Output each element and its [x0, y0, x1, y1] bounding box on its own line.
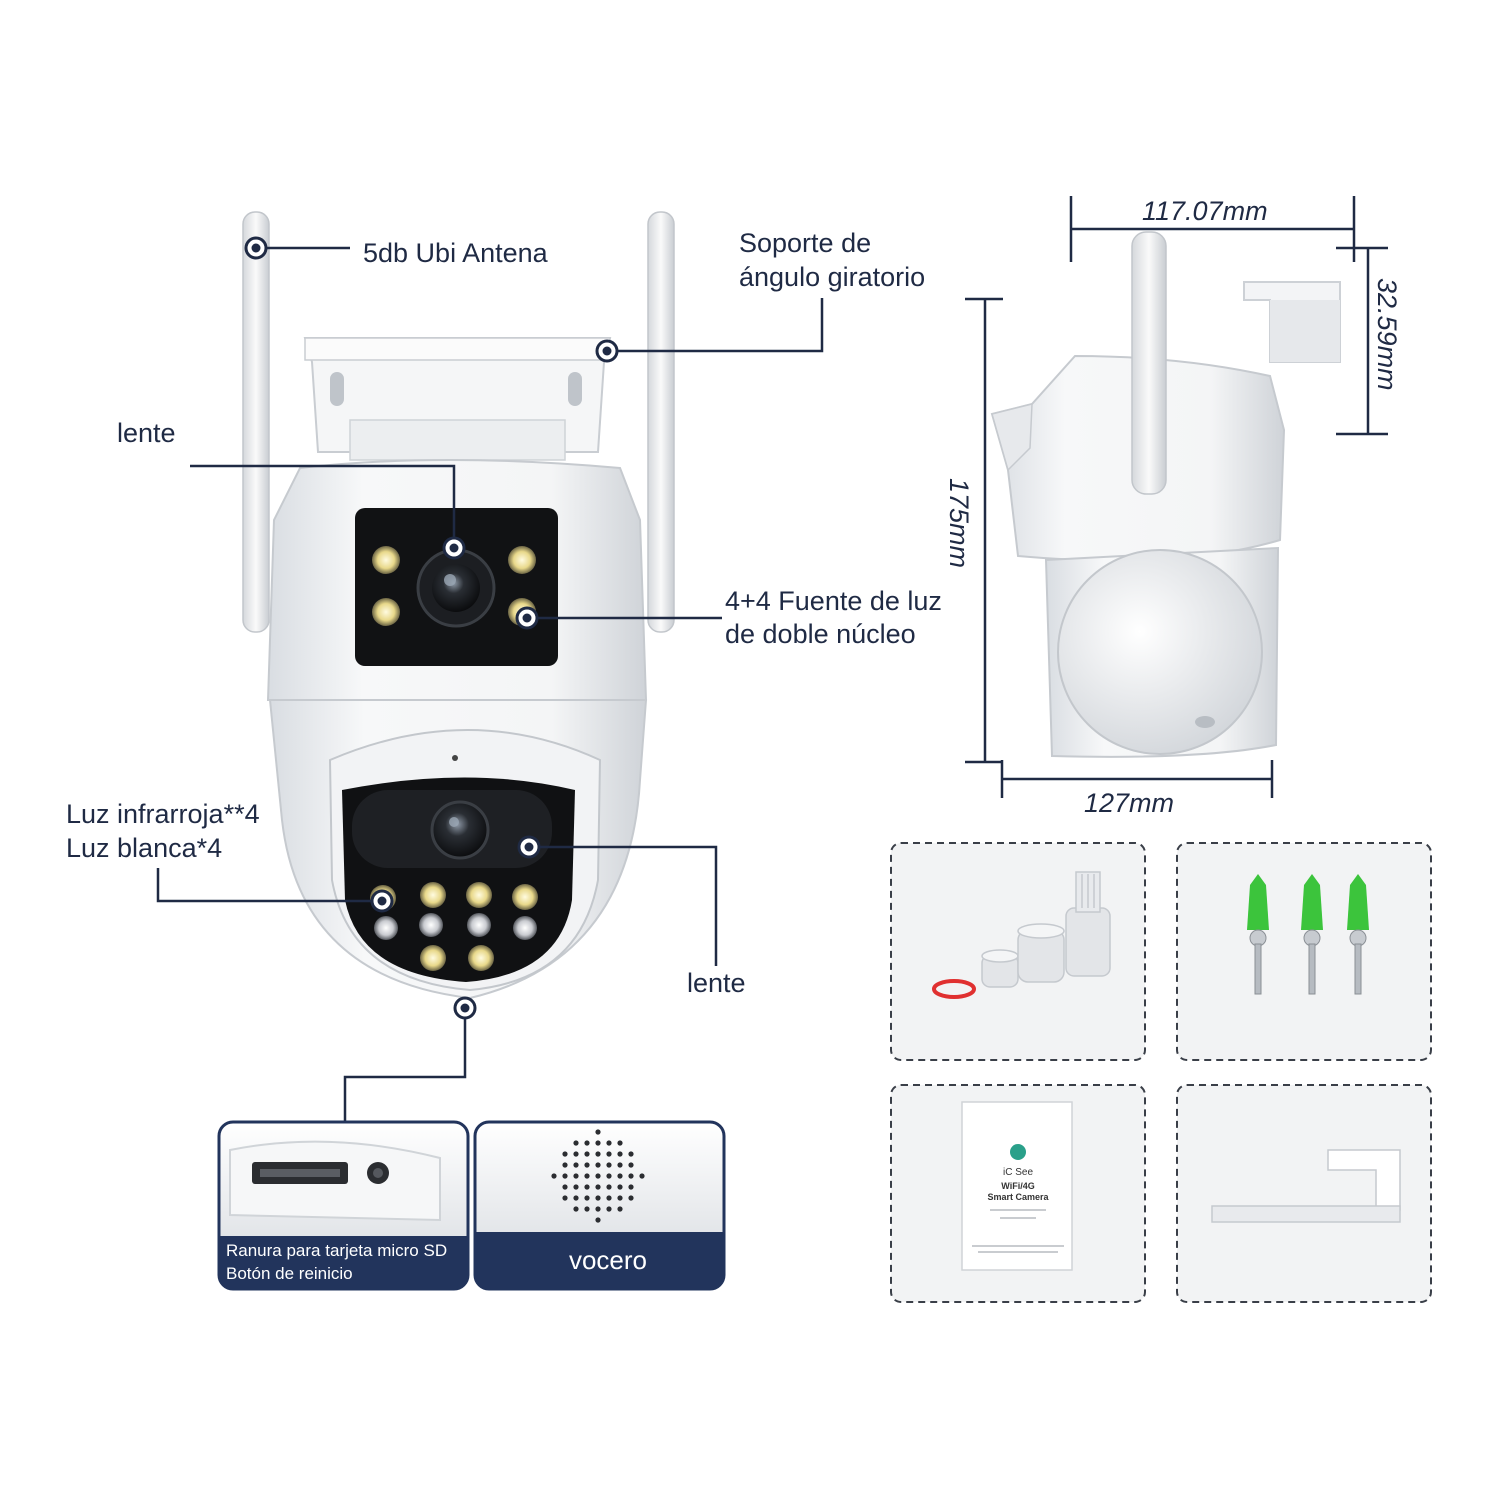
seal-large	[1065, 907, 1111, 977]
camera-side-view	[990, 231, 1341, 758]
dual-light-label-line1: 4+4 Fuente de luz	[725, 586, 942, 616]
wall-plug	[1301, 885, 1323, 930]
ir-label-line1: Luz infrarroja**4	[66, 799, 260, 829]
user-manual	[961, 1101, 1073, 1271]
accessory-box-manual: iC See WiFi/4G Smart Camera	[890, 1084, 1146, 1303]
callout-bottom-port	[343, 996, 477, 1122]
callout-antenna: 5db Ubi Antena	[244, 236, 549, 268]
antenna-label: 5db Ubi Antena	[363, 238, 549, 268]
accessory-box-bracket	[1176, 1084, 1432, 1303]
top-led	[372, 546, 400, 574]
antenna-left	[242, 211, 270, 633]
rubber-ring	[932, 979, 976, 999]
dimension-width-top: 117.07mm	[1069, 196, 1356, 262]
width-top-label: 117.07mm	[1142, 196, 1268, 226]
manual-line3: Smart Camera	[987, 1192, 1049, 1202]
top-lens-label: lente	[117, 418, 176, 448]
mount-label-line2: ángulo giratorio	[739, 262, 925, 292]
screw	[1254, 943, 1262, 995]
top-led	[508, 546, 536, 574]
top-led	[372, 598, 400, 626]
manual-line2: WiFi/4G	[1001, 1181, 1034, 1191]
speaker-label: vocero	[569, 1245, 647, 1275]
callout-ir-light: Luz infrarroja**4 Luz blanca*4	[66, 799, 394, 913]
sd-label-line1: Ranura para tarjeta micro SD	[226, 1241, 447, 1260]
side-dome	[1057, 549, 1263, 755]
accessory-box-seals	[890, 842, 1146, 1061]
callout-bottom-lens: lente	[517, 835, 746, 998]
width-bottom-label: 127mm	[1084, 788, 1174, 818]
height-label: 175mm	[944, 478, 974, 568]
callout-dual-light: 4+4 Fuente de luz de doble núcleo	[515, 586, 942, 649]
mount-label-line1: Soporte de	[739, 228, 871, 258]
accessory-box-screws	[1176, 842, 1432, 1061]
screw	[1354, 943, 1362, 995]
antenna-right	[647, 211, 675, 633]
dimension-height: 175mm	[944, 297, 1003, 764]
speaker-grille	[551, 1129, 645, 1223]
side-antenna	[1131, 231, 1167, 495]
camera-front-view	[242, 211, 675, 1000]
speaker-panel: vocero	[473, 1120, 726, 1291]
sd-slot-panel: Ranura para tarjeta micro SD Botón de re…	[217, 1120, 470, 1291]
wall-plug	[1247, 885, 1269, 930]
manual-line1: iC See	[1003, 1167, 1033, 1178]
bracket-height-label: 32.59mm	[1372, 278, 1402, 391]
manual-logo-icon	[1010, 1144, 1026, 1160]
bottom-lens-label: lente	[687, 968, 746, 998]
callout-top-lens: lente	[117, 418, 466, 560]
sd-label-line2: Botón de reinicio	[226, 1264, 353, 1283]
wall-plug	[1347, 885, 1369, 930]
dimension-width-bottom: 127mm	[1000, 760, 1274, 818]
dual-light-label-line2: de doble núcleo	[725, 619, 916, 649]
screw	[1308, 943, 1316, 995]
ir-label-line2: Luz blanca*4	[66, 833, 222, 863]
callout-mount: Soporte de ángulo giratorio	[595, 228, 925, 363]
bottom-lens	[430, 800, 490, 860]
dimension-bracket-height: 32.59mm	[1336, 246, 1402, 436]
